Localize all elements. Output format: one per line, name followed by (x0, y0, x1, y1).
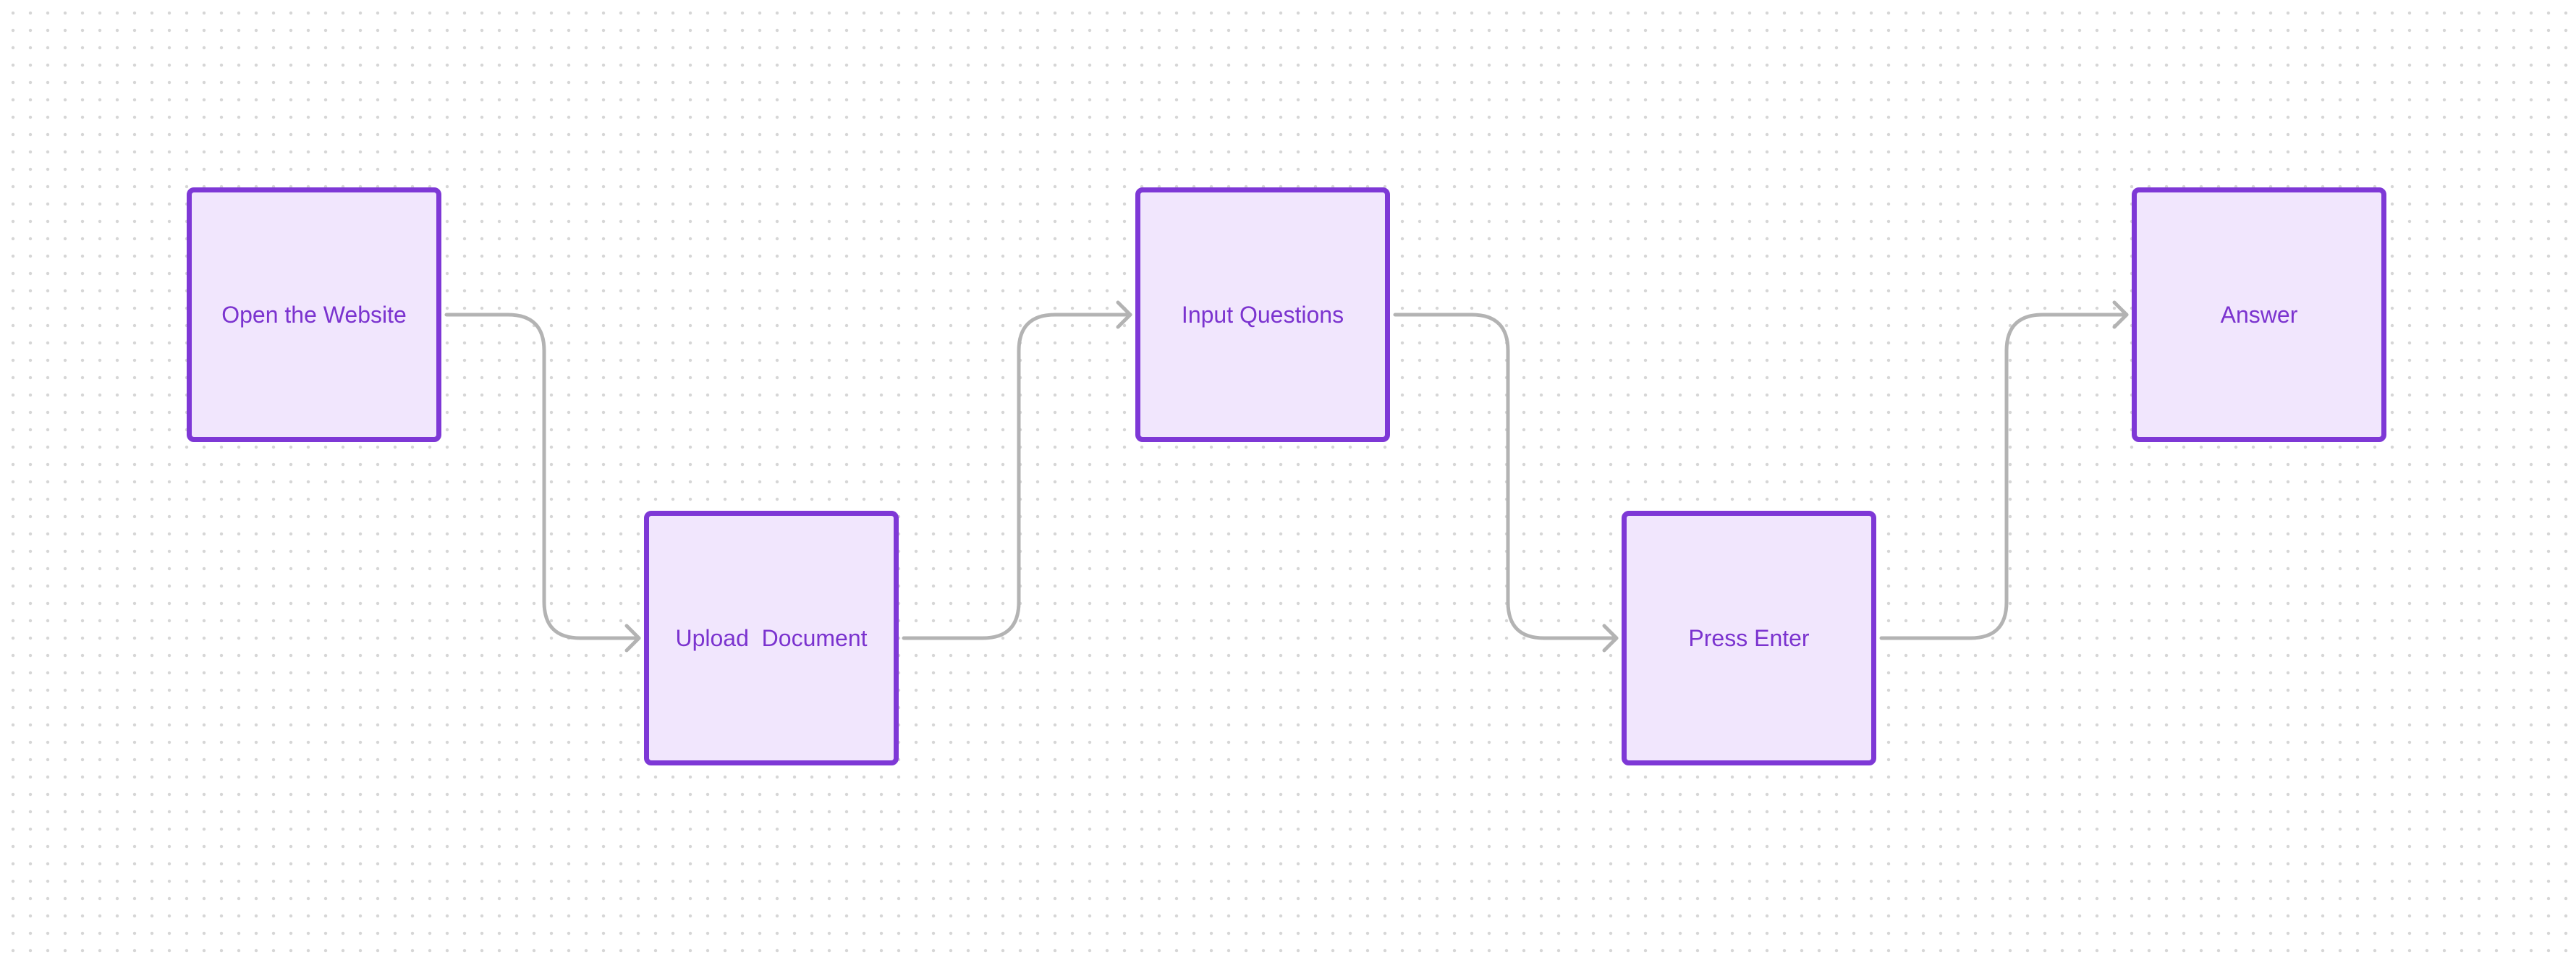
arrowhead-icon (624, 624, 641, 653)
node-label: Open the Website (221, 301, 407, 328)
node-answer[interactable]: Answer (2132, 187, 2386, 442)
arrowhead-icon (2112, 300, 2129, 329)
arrowhead-icon (1602, 624, 1619, 653)
node-open-the-website[interactable]: Open the Website (187, 187, 441, 442)
node-input-questions[interactable]: Input Questions (1135, 187, 1390, 442)
node-label: Press Enter (1688, 624, 1810, 651)
connector-open-to-upload[interactable] (444, 313, 641, 653)
arrowhead-icon (1116, 300, 1132, 329)
connector-upload-to-input[interactable] (902, 300, 1132, 640)
node-label: Answer (2220, 301, 2298, 328)
node-upload-document[interactable]: Upload Document (644, 511, 899, 765)
node-press-enter[interactable]: Press Enter (1622, 511, 1876, 765)
connector-press-to-answer[interactable] (1879, 300, 2129, 640)
node-label: Upload Document (675, 624, 868, 651)
connector-input-to-press[interactable] (1393, 313, 1619, 653)
node-label: Input Questions (1181, 301, 1344, 328)
